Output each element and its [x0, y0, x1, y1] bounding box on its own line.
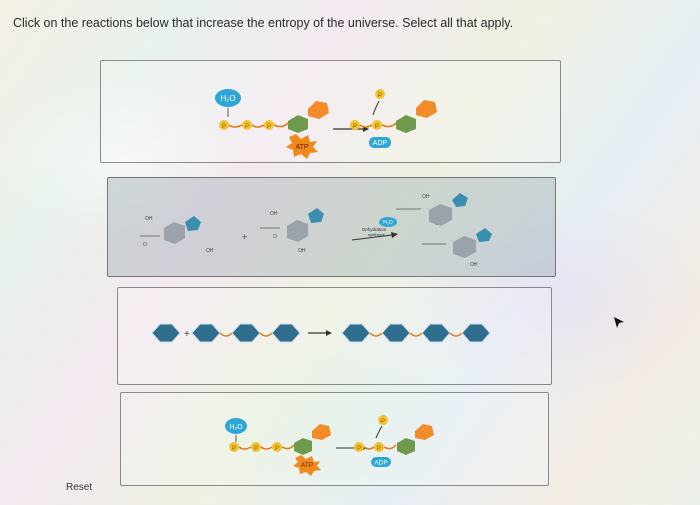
dehydration-synthesis-diagram: OH O OH + OH O OH H₂O Dehydration synthe… [140, 193, 492, 268]
adenine-icon [308, 101, 329, 119]
svg-text:P: P [232, 446, 236, 452]
adp-badge [369, 137, 391, 148]
water-molecule-icon [225, 418, 247, 434]
svg-text:P: P [375, 124, 379, 130]
sugar-ring-icon [164, 222, 185, 244]
svg-text:P: P [254, 446, 258, 452]
atp-burst-icon [293, 455, 321, 476]
reaction-option-2[interactable]: OH O OH + OH O OH H₂O Dehydration synthe… [107, 177, 556, 277]
svg-text:P: P [377, 446, 381, 452]
svg-text:P: P [353, 124, 357, 130]
water-molecule-icon [215, 89, 241, 107]
water-label: H₂O [220, 94, 235, 103]
atp-hydrolysis-diagram-2: H₂O P P P ATP P P P ADP [225, 415, 434, 476]
svg-text:P: P [357, 446, 361, 452]
free-phosphate-icon [378, 415, 388, 425]
ribose-icon [288, 115, 308, 133]
dinucleotide-icon [429, 204, 452, 226]
svg-text:ATP: ATP [295, 144, 308, 151]
svg-text:P: P [275, 446, 279, 452]
free-phosphate-icon [375, 89, 385, 99]
svg-text:O: O [273, 234, 277, 240]
atp-burst-icon [286, 134, 318, 159]
svg-text:P: P [245, 124, 249, 130]
svg-text:ATP: ATP [301, 462, 313, 469]
svg-text:O: O [143, 242, 147, 248]
svg-text:P: P [222, 124, 226, 130]
svg-text:ADP: ADP [374, 460, 387, 467]
phosphate-chain-left [219, 120, 289, 130]
atp-hydrolysis-diagram: H₂O P P P ATP P P P ADP [215, 89, 437, 159]
svg-text:H₂O: H₂O [383, 220, 393, 226]
svg-text:OH: OH [270, 211, 278, 217]
svg-text:P: P [381, 419, 385, 425]
reaction-option-1[interactable]: H₂O P P P ATP P P P ADP [100, 60, 561, 163]
svg-text:Dehydration: Dehydration [362, 227, 387, 232]
svg-text:synthesis: synthesis [368, 232, 385, 237]
reaction-arrow [351, 234, 393, 241]
base-pentagon-icon [185, 216, 201, 231]
svg-text:ADP: ADP [373, 140, 388, 147]
water-molecule-icon [379, 217, 397, 227]
svg-text:+: + [242, 232, 247, 242]
reaction-option-3[interactable]: + [117, 287, 552, 385]
svg-text:OH: OH [470, 262, 478, 268]
reset-button[interactable]: Reset [66, 482, 93, 493]
reaction-option-4[interactable]: H₂O P P P ATP P P P ADP [120, 392, 549, 486]
polymer-chain [341, 323, 491, 343]
mouse-cursor-icon [614, 317, 624, 328]
svg-text:OH: OH [206, 248, 214, 254]
svg-text:OH: OH [145, 216, 153, 222]
polymerization-diagram: + [151, 323, 491, 343]
svg-text:H₂O: H₂O [229, 424, 243, 431]
adp-badge [371, 457, 391, 467]
svg-text:OH: OH [298, 248, 306, 254]
question-prompt: Click on the reactions below that increa… [13, 16, 514, 30]
svg-text:+: + [184, 329, 190, 340]
svg-text:OH: OH [422, 194, 430, 200]
svg-text:P: P [378, 93, 382, 99]
monomer-icon [151, 323, 181, 343]
svg-text:P: P [267, 124, 271, 130]
